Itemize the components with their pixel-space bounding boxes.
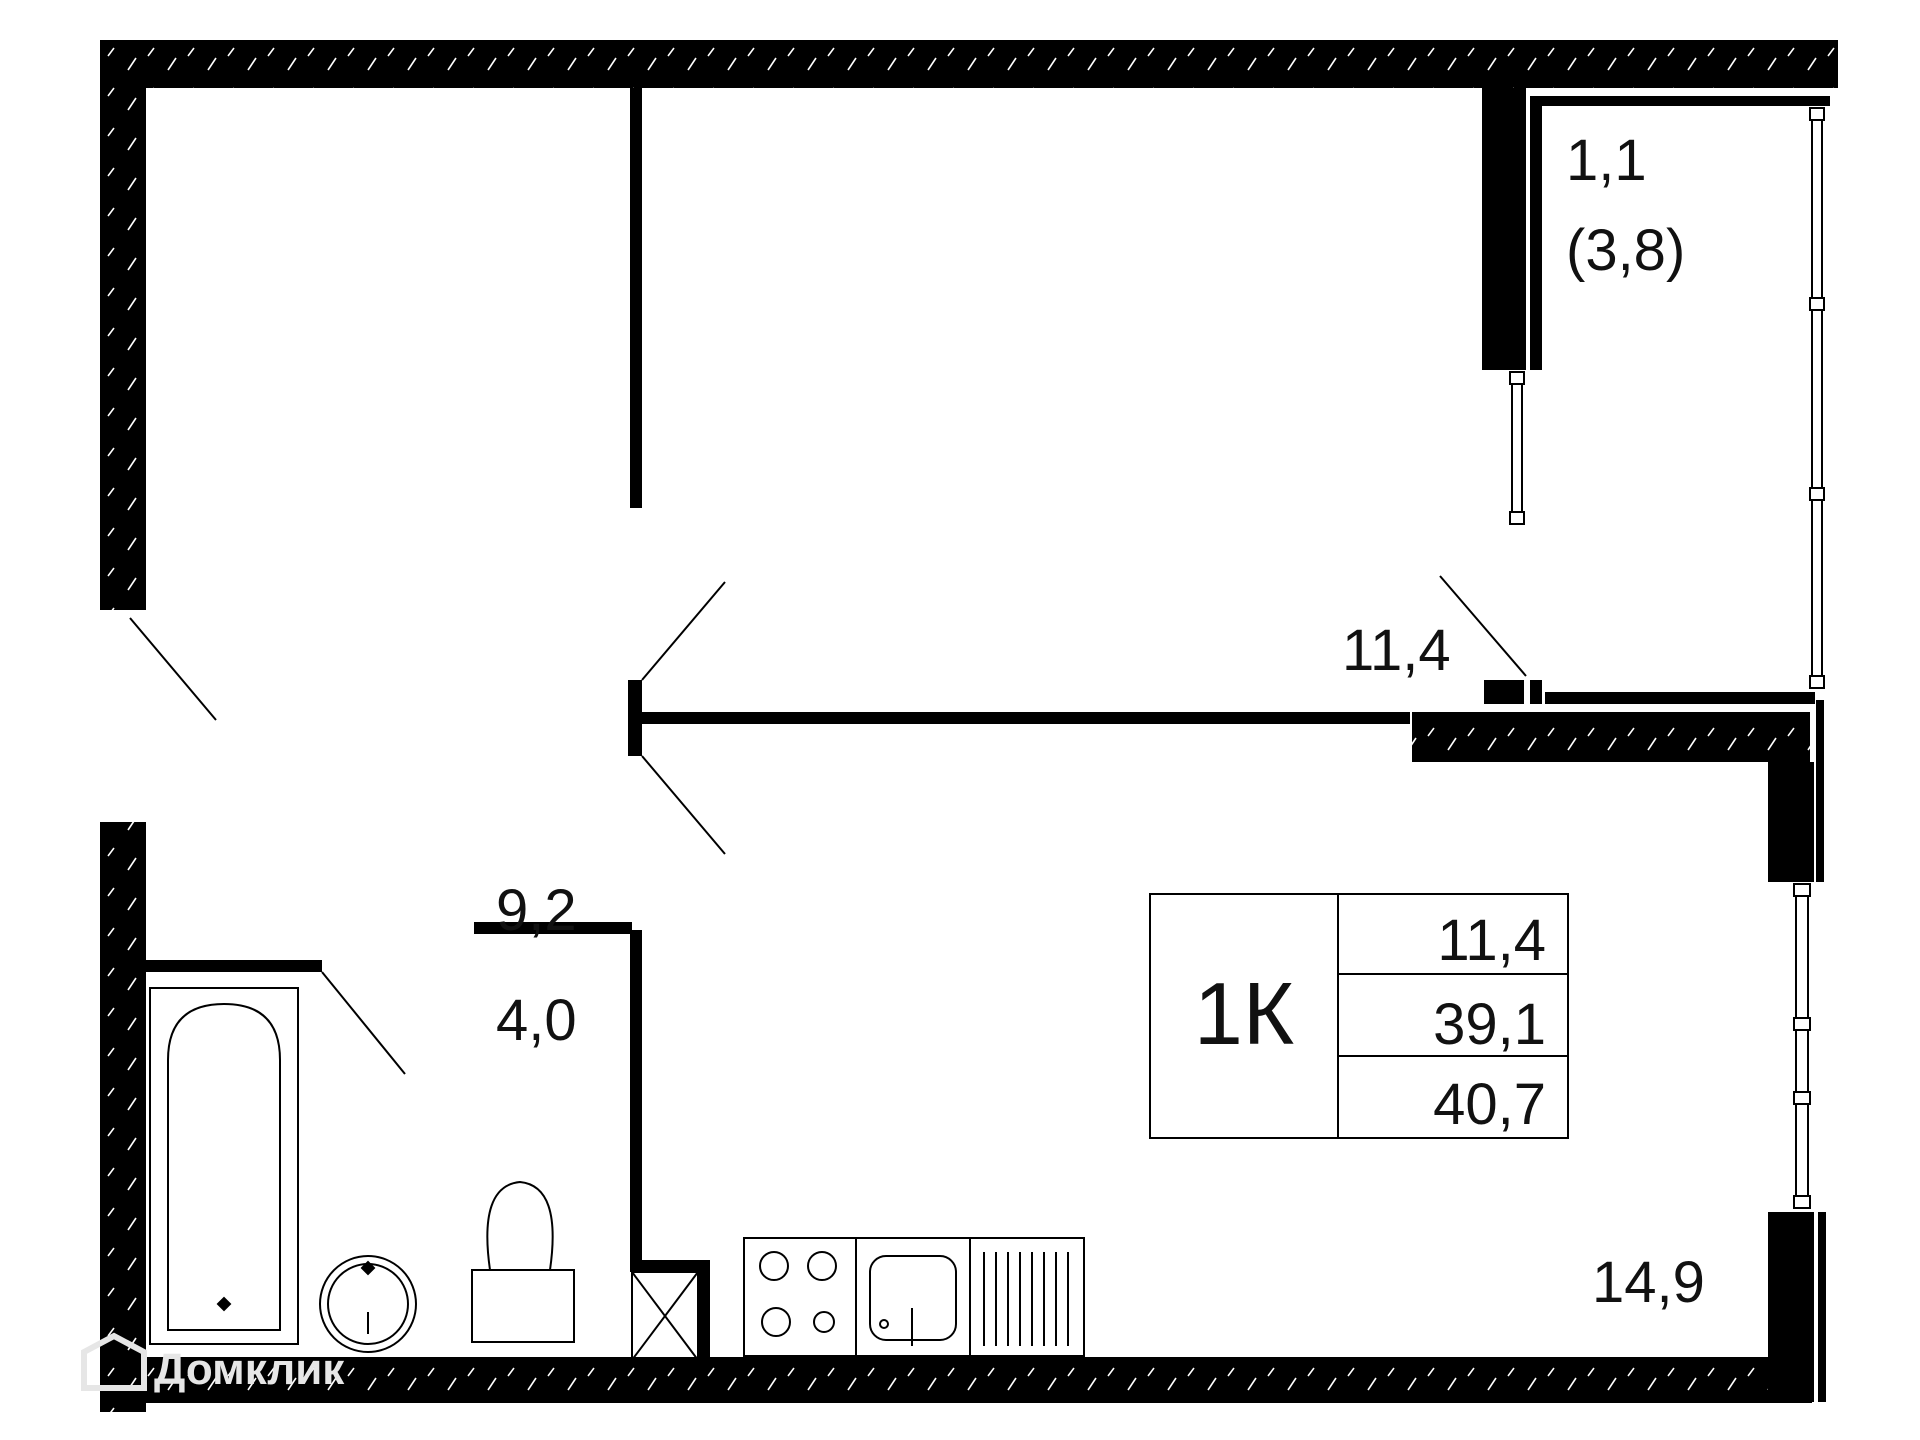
door-swings [129,575,1527,1075]
shaft-wall [630,1260,710,1272]
summary-box: 1К 11,4 39,1 40,7 [1149,893,1569,1139]
balcony-full-area-label: (3,8) [1566,218,1685,283]
bedroom-area-label: 11,4 [1342,618,1451,683]
total-area-value: 39,1 [1433,992,1546,1057]
hallway-area-label: 9,2 [496,878,577,943]
balcony-bottom-stub [1530,680,1542,704]
total-area-with-balcony-value: 40,7 [1433,1072,1546,1137]
watermark: Домклик [81,1332,345,1394]
interior-walls [146,88,1810,1360]
shaft-wall-side [698,1260,710,1360]
left-wall-upper-hatch [100,88,146,610]
bedroom-kitchen-partition [642,712,1410,724]
bath-left-partition [146,960,322,972]
utility-shaft [631,1271,699,1361]
left-wall-lower-hatch [100,822,146,1412]
right-wall-thin-lower [1818,1212,1826,1402]
right-wall-mid-pier [1768,762,1814,882]
living-area-value: 11,4 [1437,908,1546,973]
watermark-text: Домклик [154,1345,345,1394]
watermark-logo-icon [81,1332,147,1391]
hall-partition-lower [630,930,642,1260]
kitchen-counter [743,1237,1085,1357]
balcony-pier [1482,88,1526,370]
bathroom-sink [319,1255,417,1353]
bathtub [149,987,299,1345]
partition-end-stub [628,680,642,756]
toilet [471,1180,575,1343]
bath-partition [474,922,632,934]
balcony-top-thin [1530,96,1830,106]
right-wall-thin-mid [1816,700,1824,882]
hall-partition-upper [630,88,642,508]
apartment-type: 1К [1194,964,1294,1063]
kitchen-area-label: 14,9 [1592,1250,1705,1315]
balcony-area-label: 1,1 [1566,128,1647,193]
bottom-wall-hatch [146,1357,1812,1403]
balcony-inner-wall [1530,96,1542,370]
bathroom-area-label: 4,0 [496,988,577,1053]
balcony-glazing [1509,107,1825,689]
room-labels: 1,1 (3,8) 11,4 9,2 4,0 14,9 [496,128,1705,1315]
kitchen-wall-block-hatch [1412,712,1810,762]
right-wall-bottom-pier [1768,1212,1814,1402]
top-wall-hatch [100,40,1838,88]
dish-rack [983,1252,1069,1346]
balcony-walls [1482,88,1830,704]
bedroom-door-stub [1484,680,1524,704]
outer-walls [100,40,1838,1412]
kitchen-window [1793,883,1811,1209]
balcony-bottom-thin [1545,692,1815,704]
